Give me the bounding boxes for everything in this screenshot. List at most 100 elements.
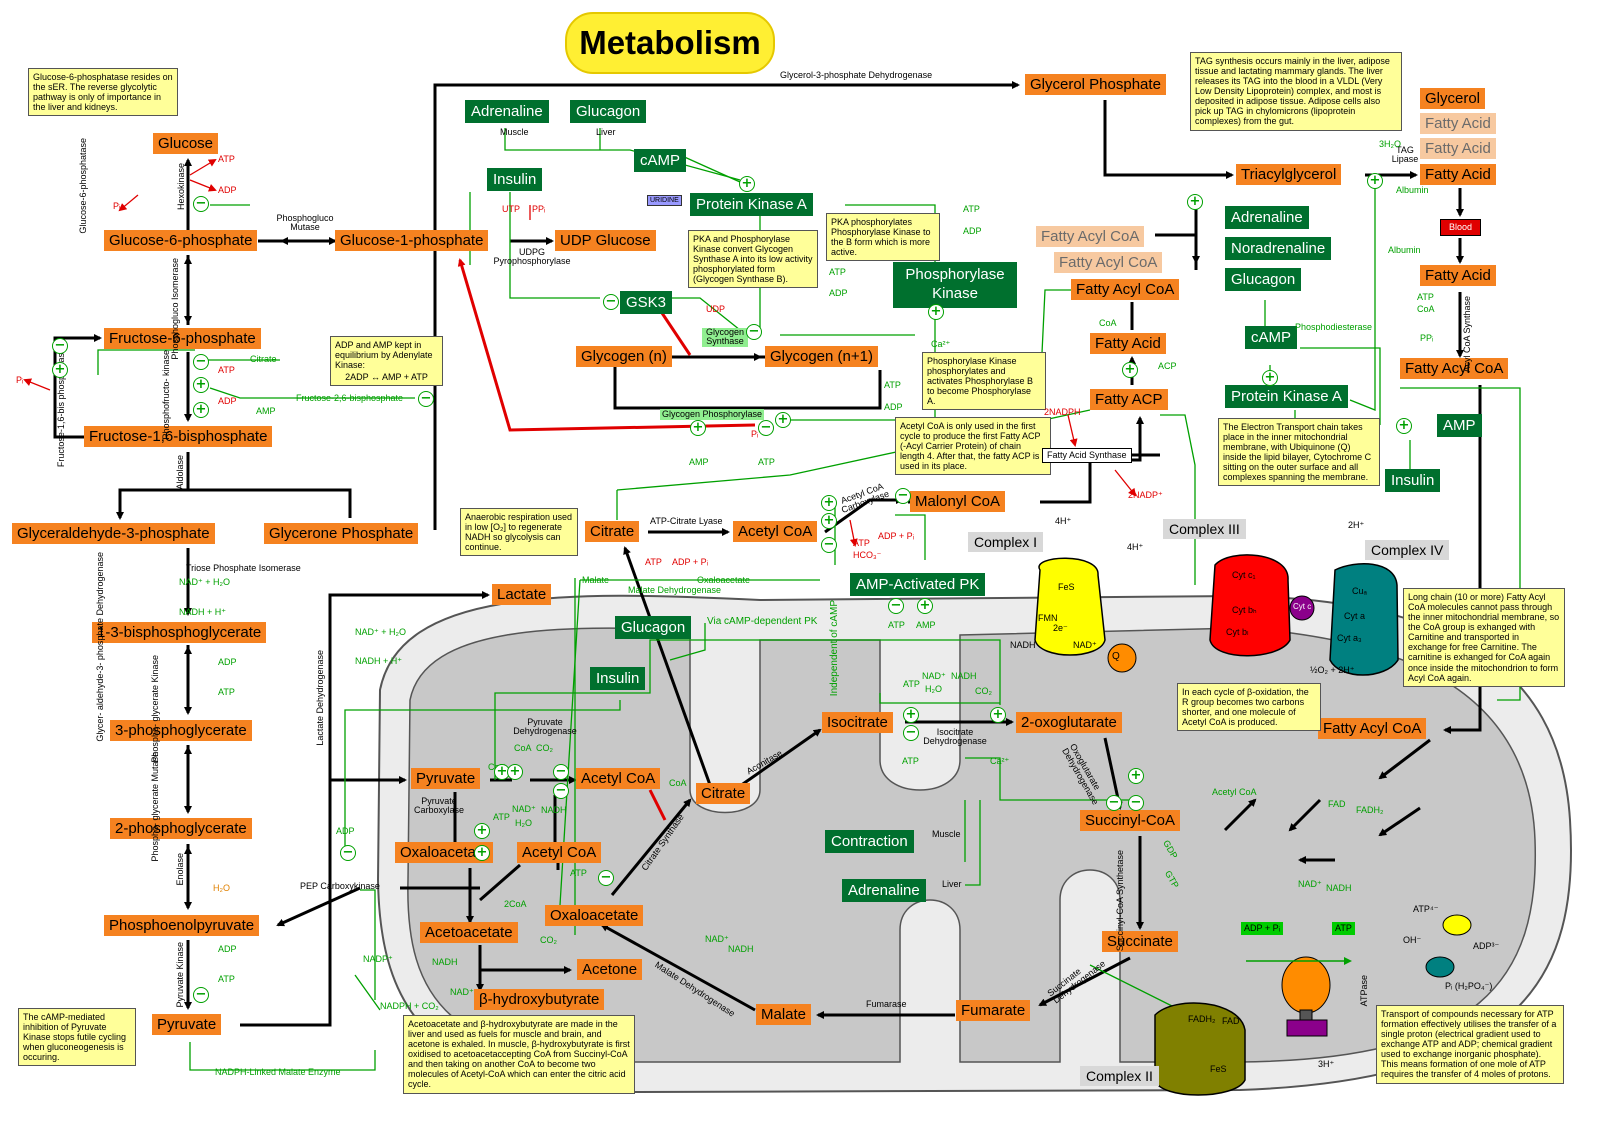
note-pka-glycogen-synthase: PKA and Phosphorylase Kinase convert Gly… (688, 230, 818, 289)
metabolite-glycerone-phosphate: Glycerone Phosphate (264, 523, 419, 544)
activation-marker: + (507, 764, 523, 780)
hormone-glucagon: Glucagon (570, 100, 647, 123)
metabolite-acetyl-coa: Acetyl CoA (517, 842, 602, 863)
cytochrome-c (1289, 595, 1315, 621)
cofactor-acetyl-coa: Acetyl CoA (1212, 787, 1257, 797)
activation-marker: + (193, 402, 209, 418)
ubiquinone (1107, 643, 1137, 673)
label-complex-iii: Complex III (1163, 519, 1246, 539)
activation-marker: + (1128, 768, 1144, 784)
cofactor-pi: Pᵢ (751, 429, 759, 439)
metabolite-succinyl-coa: Succinyl-CoA (1080, 810, 1181, 831)
hormone-glucagon: Glucagon (1225, 268, 1302, 291)
cofactor-atp: ATP (888, 620, 905, 630)
signal-amp-activated-pk: AMP-Activated PK (850, 573, 986, 596)
inhibition-marker: − (553, 764, 569, 780)
label-muscle: Muscle (500, 127, 529, 137)
cofactor-calcium: Ca²⁺ (931, 339, 951, 349)
note-atp-transport: Transport of compounds necessary for ATP… (1376, 1005, 1564, 1084)
cofactor-amp: AMP (256, 406, 276, 416)
inhibition-marker: − (758, 420, 774, 436)
label-3h: 3H⁺ (1318, 1059, 1335, 1069)
enzyme-glycogen-phosphorylase: Glycogen Phosphorylase (660, 409, 765, 421)
activation-marker: + (52, 362, 68, 378)
cofactor-nad: NAD⁺ (512, 804, 536, 814)
cofactor-ppi: PPᵢ (1420, 333, 1434, 343)
metabolite-1-3-bisphosphoglycerate: 1-3-bisphosphoglycerate (92, 622, 267, 643)
hormone-glucagon: Glucagon (615, 616, 692, 639)
activation-marker: + (474, 845, 490, 861)
metabolite-glycogen-n-plus-1: Glycogen (n+1) (765, 346, 878, 367)
cofactor-atp: ATP (645, 557, 662, 567)
cofactor-adp: ADP (884, 402, 903, 412)
label-fes: FeS (1210, 1064, 1227, 1074)
activation-marker: + (917, 598, 933, 614)
cofactor-nadph-co2: NADPH + CO₂ (380, 1001, 439, 1011)
enzyme-malate-dehydrogenase-cyto: Malate Dehydrogenase (628, 585, 722, 595)
label-nad: NAD⁺ (1073, 640, 1097, 650)
enzyme-g3p-dehydrogenase: Glycer- aldehyde-3- phosphate Dehydrogen… (95, 552, 105, 742)
metabolite-glycogen-n: Glycogen (n) (576, 346, 672, 367)
enzyme-pyruvate-dehydrogenase: Pyruvate Dehydrogenase (513, 717, 577, 737)
cofactor-adp: ADP (829, 288, 848, 298)
metabolite-citrate-mito: Citrate (696, 783, 751, 804)
enzyme-isocitrate-dehydrogenase: Isocitrate Dehydrogenase (923, 727, 987, 747)
label-2e: 2e⁻ (1053, 623, 1068, 633)
cofactor-nadp: NADP⁺ (363, 954, 393, 964)
enzyme-pyruvate-kinase: Pyruvate Kinase (175, 942, 185, 1008)
enzyme-phosphofructokinase: Phosphofructo- kinase (161, 350, 171, 440)
label-nadh: NADH (1010, 640, 1036, 650)
signal-phosphorylase-kinase: Phosphorylase Kinase (893, 262, 1017, 308)
cofactor-amp: AMP (689, 457, 709, 467)
label-complex-iv: Complex IV (1365, 540, 1450, 560)
cofactor-coa: CoA (1099, 318, 1117, 328)
cofactor-pi: Pᵢ (113, 201, 121, 211)
hormone-insulin: Insulin (487, 168, 543, 191)
note-phosphorylase-kinase: Phosphorylase Kinase phosphorylates and … (922, 352, 1046, 411)
metabolite-fatty-acyl-coa-faded: Fatty Acyl CoA (1054, 252, 1163, 273)
cofactor-nadh: NADH (541, 805, 567, 815)
metabolite-glucose: Glucose (153, 133, 219, 154)
cofactor-fad: FAD (1328, 799, 1346, 809)
cofactor-nad: NAD⁺ (450, 987, 474, 997)
metabolite-fatty-acyl-coa: Fatty Acyl CoA (1071, 279, 1180, 300)
cofactor-nad-h2o: NAD⁺ + H₂O (179, 577, 231, 587)
inhibition-marker: − (1106, 795, 1122, 811)
enzyme-udpg-pyrophosphorylase: UDPG Pyrophosphorylase (493, 247, 571, 267)
activation-marker: + (1187, 194, 1203, 210)
enzyme-tag-lipase: TAG Lipase (1391, 145, 1419, 165)
complex-iv-shape (1329, 563, 1399, 676)
signal-camp: cAMP (634, 149, 687, 172)
cofactor-adp: ADP (218, 944, 237, 954)
metabolite-citrate-cytosol: Citrate (585, 521, 640, 542)
label-malate: Malate (582, 575, 610, 585)
cofactor-h2o: H₂O (515, 818, 532, 828)
label-4h-complex-iii: 4H⁺ (1127, 542, 1144, 552)
metabolite-fatty-acid: Fatty Acid (1420, 164, 1496, 185)
cofactor-atp: ATP (570, 868, 587, 878)
activation-marker: + (990, 707, 1006, 723)
label-liver: Liver (596, 127, 616, 137)
label-2h-complex-iv: 2H⁺ (1348, 520, 1365, 530)
cofactor-adp: ADP (218, 396, 237, 406)
note-anaerobic-respiration: Anaerobic respiration used in low [O₂] t… (460, 508, 578, 557)
cofactor-adp: ADP (218, 185, 237, 195)
label-albumin: Albumin (1388, 245, 1421, 255)
note-glucose-6-phosphatase: Glucose-6-phosphatase resides on the sER… (28, 68, 178, 117)
metabolite-beta-hydroxybutyrate: β-hydroxybutyrate (474, 989, 605, 1010)
enzyme-phosphoglycerate-mutase: Phospho- glycerate Mutase (150, 752, 160, 862)
label-cyt-c1: Cyt c₁ (1232, 570, 1256, 580)
metabolite-fatty-acid-blood: Fatty Acid (1420, 265, 1496, 286)
mitochondrion-inner (407, 627, 1537, 1063)
metabolite-succinate: Succinate (1102, 931, 1178, 952)
cofactor-atp: ATP (493, 812, 510, 822)
activation-marker: + (1262, 370, 1278, 386)
metabolite-triacylglycerol: Triacylglycerol (1236, 164, 1342, 185)
metabolite-fatty-acid-faded: Fatty Acid (1420, 138, 1496, 159)
enzyme-glucose-6-phosphatase: Glucose-6-phosphatase (78, 138, 88, 234)
label-adp-carrier: ADP³⁻ (1473, 941, 1500, 951)
inhibition-marker: − (888, 598, 904, 614)
cofactor-2nadph: 2NADPH (1044, 407, 1081, 417)
metabolite-fatty-acp: Fatty ACP (1090, 389, 1168, 410)
